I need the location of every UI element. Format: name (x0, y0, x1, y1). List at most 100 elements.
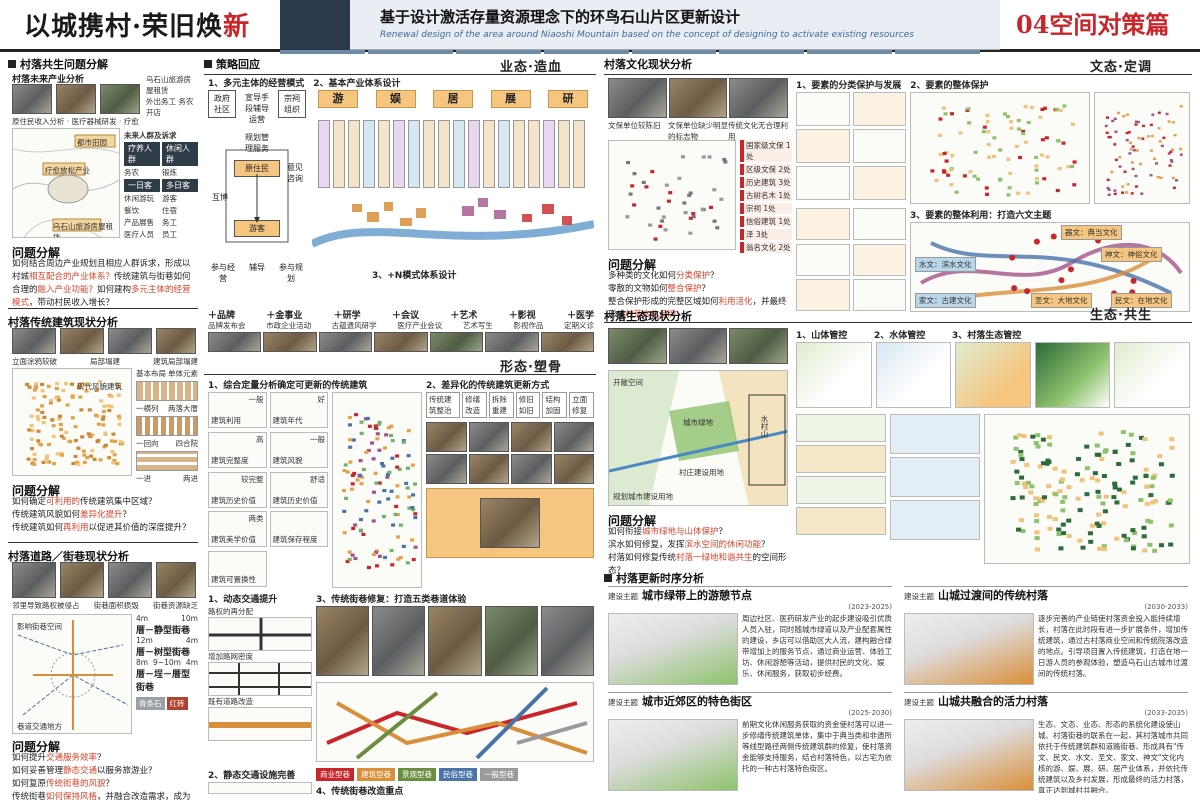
six-themes-title: 3、要素的整体利用：打造六文主题 (910, 211, 1052, 221)
street-map: 影响街巷空间 巷道交通地方 (12, 614, 132, 734)
map-dot (413, 545, 418, 549)
update-method: 拆除重建 (488, 392, 514, 418)
map-dot (379, 461, 384, 466)
map-dot (1116, 462, 1122, 467)
map-dot (1013, 446, 1019, 451)
phase-text: 前期文化休闲服务获取的资金使村落可以进一步修缮传统建筑单体，集中于典当类和非遗所… (742, 720, 892, 773)
map-dot (120, 441, 125, 446)
map-dot (1169, 445, 1175, 450)
map-dot (32, 388, 37, 392)
map-dot (87, 408, 92, 412)
map-dot (1019, 475, 1025, 480)
metric-label: 建筑历史价值 (211, 495, 256, 505)
map-dot (1034, 168, 1039, 172)
eco-greening-map (984, 414, 1190, 564)
map-dot (377, 500, 382, 504)
map-dot (666, 199, 671, 203)
map-dot (396, 535, 401, 539)
map-dot (1038, 496, 1044, 501)
water-strategy-diagram (890, 414, 980, 564)
map-dot (1040, 437, 1046, 442)
lane-photos (316, 606, 595, 676)
map-dot (31, 396, 36, 400)
map-dot (1141, 534, 1147, 539)
map-dot (1113, 189, 1117, 192)
map-dot (943, 112, 948, 116)
map-dot (57, 417, 62, 421)
map-dot (390, 439, 395, 443)
tag-form: 形态·塑骨 (500, 360, 562, 375)
industry-sub-box (408, 120, 420, 188)
map-dot (981, 130, 986, 134)
map-dot (934, 178, 939, 183)
map-dot (106, 404, 111, 408)
map-dot (632, 203, 637, 207)
map-dot (719, 197, 724, 201)
map-dot (86, 432, 91, 436)
phase-label: 建设主题 (904, 698, 934, 707)
map-dot (1158, 462, 1164, 467)
map-dot (377, 481, 382, 485)
map-dot (405, 561, 410, 565)
map-dot (1134, 123, 1138, 126)
map-dot (79, 408, 84, 412)
map-dot (1052, 517, 1058, 522)
map-dot (1157, 127, 1161, 130)
plus-n-label: ＋医学 (566, 311, 594, 321)
map-dot (406, 429, 411, 433)
plus-n-item: 品牌发布会 (208, 321, 246, 330)
map-dot (941, 106, 946, 110)
title-left-accent: 新 (223, 12, 251, 42)
metric-label: 建筑利用 (211, 416, 241, 425)
map-dot (40, 389, 45, 393)
map-dot (112, 453, 117, 457)
map-dot (393, 512, 398, 517)
map-dot (1125, 442, 1131, 447)
map-dot (1047, 526, 1053, 531)
plus-n-items: 品牌发布会市政企业活动古蕴遗风研学医疗产业会议艺术写生影视作品定期义诊 (208, 320, 594, 331)
map-dot (630, 184, 635, 188)
problem3-title: 问题分解 (12, 740, 61, 754)
map-dot (1020, 529, 1026, 534)
map-dot (1160, 144, 1164, 148)
map-dot (998, 178, 1003, 182)
map-dot (1053, 492, 1059, 497)
map-dot (1046, 435, 1052, 440)
map-dot (1137, 136, 1141, 140)
map-dot (1018, 155, 1023, 160)
map-dot (95, 439, 100, 444)
map-dot (40, 404, 45, 408)
poster-title-left: 以城携村·荣旧焕新 (24, 6, 250, 43)
photo-medical (12, 84, 52, 114)
theme-node (1033, 238, 1040, 245)
map-dot (1171, 121, 1175, 124)
map-dot (119, 440, 124, 444)
culture-problem-title: 问题分解 (608, 258, 657, 272)
industry-head-4: 研 (548, 90, 588, 108)
metric-card: 建筑可置换性 (208, 551, 267, 588)
map-dot (1009, 120, 1014, 124)
map-dot (658, 224, 663, 228)
map-dot (987, 155, 992, 159)
culture-protect-title: 1、要素的分类保护与发展 2、要素的整体保护 (796, 81, 989, 91)
actor-diagram: 政府社区 宣导手段辅导运营 宗祠组织 规划管理服务 原住民 游客 互博 意见咨询… (208, 90, 308, 300)
map-dot (1070, 122, 1075, 126)
map-dot (82, 453, 87, 457)
divider (8, 542, 198, 543)
map-dot (115, 462, 120, 466)
map-dot (407, 506, 412, 510)
plus-n-item: 古蕴遗风研学 (331, 321, 377, 330)
map-dot (94, 413, 99, 417)
photo-rental (100, 84, 140, 114)
map-dot (347, 423, 352, 427)
map-dot (1134, 120, 1138, 123)
industry-sub-box (558, 120, 570, 188)
theme-node (1011, 285, 1018, 292)
map-dot (410, 463, 415, 467)
map-dot (348, 438, 353, 442)
map-dot (73, 454, 78, 459)
map-dot (42, 415, 47, 419)
map-dot (1167, 498, 1173, 503)
map-dot (345, 559, 350, 564)
map-dot (1074, 472, 1080, 477)
